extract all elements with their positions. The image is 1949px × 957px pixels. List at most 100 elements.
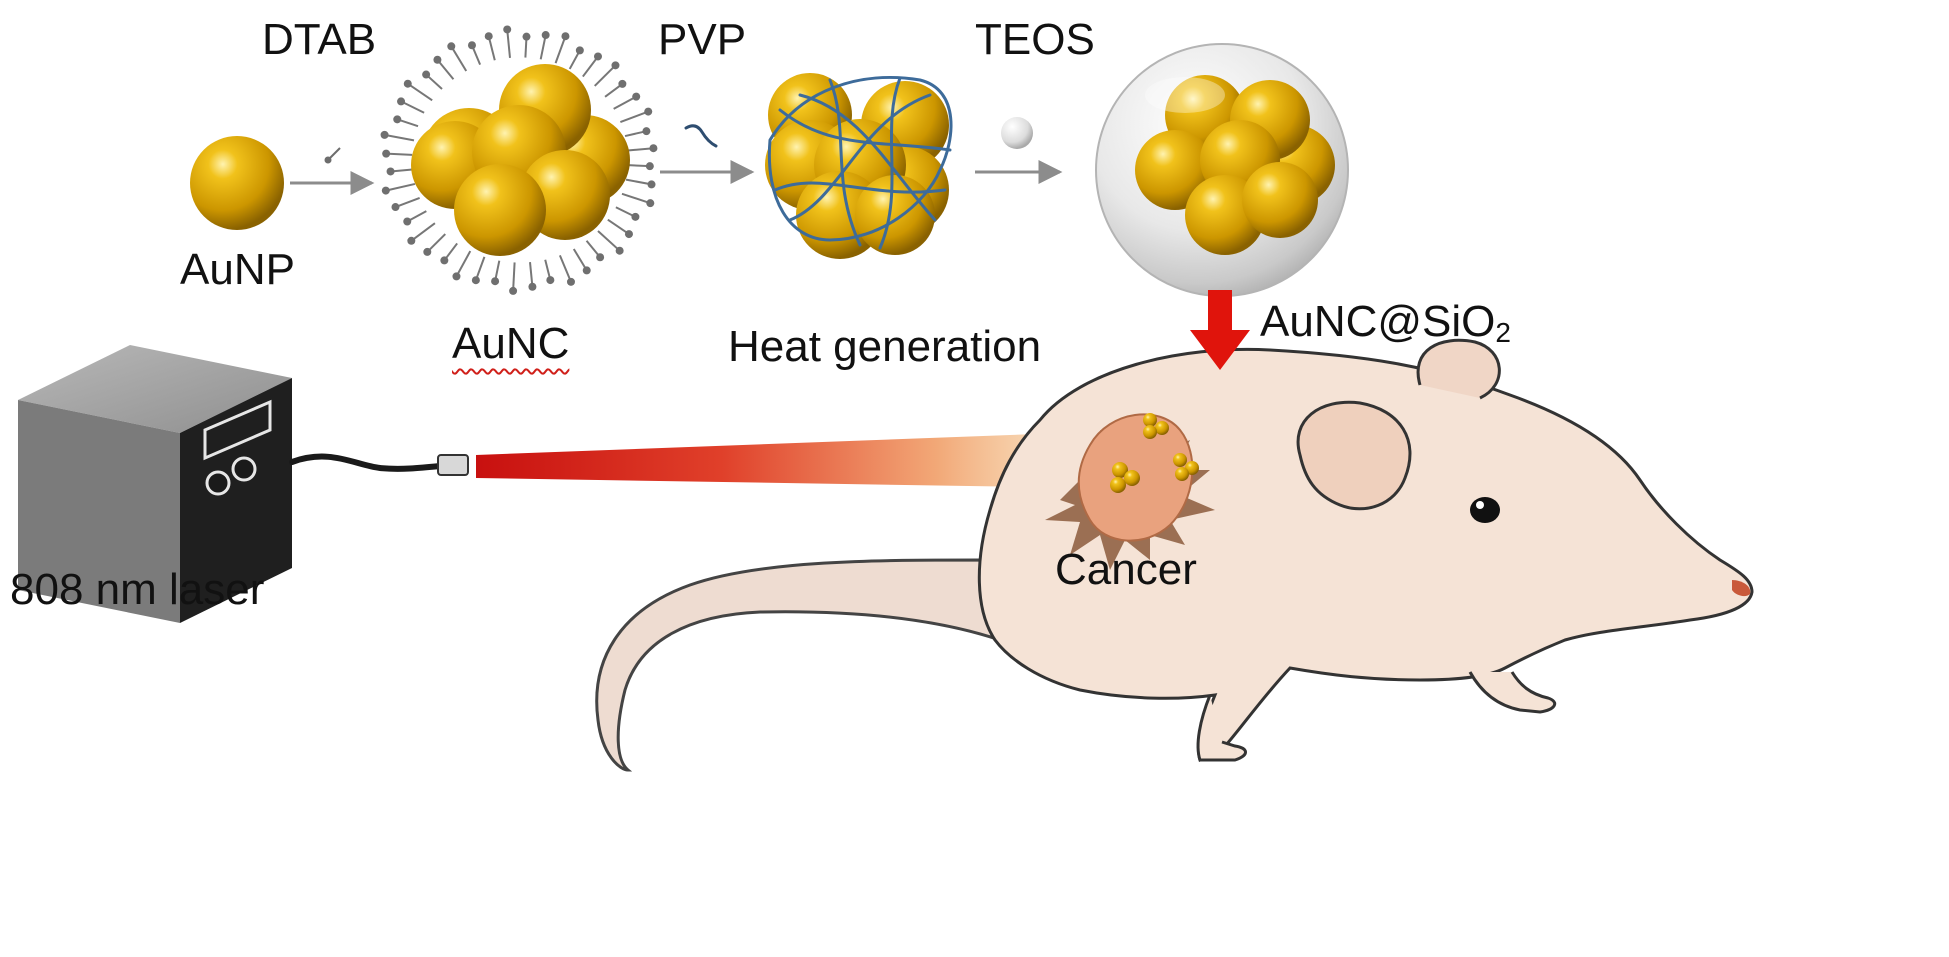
dtab-tail bbox=[385, 182, 416, 192]
dtab-tail bbox=[506, 29, 511, 58]
label-laser: 808 nm laser bbox=[10, 565, 265, 614]
dtab-head bbox=[644, 107, 653, 116]
dtab-head bbox=[403, 217, 412, 226]
laser-head bbox=[437, 454, 469, 476]
dtab-head bbox=[391, 203, 400, 212]
mouse-tail bbox=[595, 558, 1003, 772]
aunc-surfactant-shell bbox=[380, 25, 658, 295]
label-aunp: AuNP bbox=[180, 245, 295, 294]
laser-cable bbox=[289, 453, 443, 472]
label-teos: TEOS bbox=[975, 15, 1095, 64]
label-aunc-sio2: AuNC@SiO2 bbox=[1260, 297, 1511, 348]
dtab-tail bbox=[627, 147, 654, 152]
dtab-head bbox=[541, 31, 550, 40]
dtab-head bbox=[509, 286, 518, 295]
dtab-head bbox=[380, 130, 389, 139]
dtab-tail bbox=[613, 95, 637, 110]
laser-device bbox=[18, 345, 292, 623]
dtab-head bbox=[632, 92, 641, 101]
dtab-tail bbox=[474, 256, 486, 281]
dtab-head bbox=[528, 282, 537, 291]
dtab-tail bbox=[582, 55, 599, 78]
dtab-head bbox=[440, 256, 449, 265]
dtab-tail bbox=[621, 192, 651, 205]
dtab-tail bbox=[594, 64, 617, 87]
dtab-head bbox=[491, 277, 500, 286]
dtab-head bbox=[615, 246, 624, 255]
dtab-head bbox=[582, 266, 591, 275]
lollipop-icon bbox=[324, 147, 341, 164]
dtab-tail bbox=[410, 222, 436, 242]
dtab-tail bbox=[487, 35, 496, 61]
dtab-head bbox=[447, 42, 456, 51]
dtab-head bbox=[467, 41, 476, 50]
dtab-head bbox=[382, 149, 391, 158]
dtab-head bbox=[561, 32, 570, 41]
dtab-tail bbox=[597, 230, 621, 252]
dtab-tail bbox=[407, 82, 433, 102]
dtab-head bbox=[397, 97, 406, 106]
label-dtab: DTAB bbox=[262, 15, 377, 64]
dtab-tail bbox=[455, 250, 472, 277]
dtab-tail bbox=[554, 35, 567, 64]
tumor bbox=[1045, 413, 1215, 570]
dtab-head bbox=[647, 180, 656, 189]
dtab-tail bbox=[529, 262, 534, 287]
wave-icon bbox=[684, 124, 718, 148]
dtab-tail bbox=[572, 248, 588, 271]
dtab-tail bbox=[625, 178, 652, 186]
mouse-front-foot bbox=[1468, 671, 1557, 714]
dtab-head bbox=[393, 115, 402, 124]
dtab-tail bbox=[436, 59, 455, 80]
dtab-head bbox=[631, 212, 640, 221]
pvp-polymer-net bbox=[767, 76, 953, 250]
label-aunc: AuNC bbox=[452, 319, 570, 368]
dtab-head bbox=[649, 144, 658, 153]
aunp-particle bbox=[190, 136, 284, 230]
dtab-head bbox=[618, 79, 627, 88]
dtab-head bbox=[546, 276, 555, 285]
mouse-eye bbox=[1470, 497, 1500, 523]
dtab-head bbox=[522, 32, 531, 41]
mouse-hind-foot bbox=[1196, 694, 1247, 762]
dtab-head bbox=[386, 167, 395, 176]
dtab-tail bbox=[386, 152, 413, 156]
aunc-cluster bbox=[411, 64, 630, 256]
dtab-tail bbox=[400, 100, 425, 114]
dtab-head bbox=[575, 46, 584, 55]
dtab-tail bbox=[539, 34, 547, 60]
dtab-head bbox=[422, 70, 431, 79]
dtab-tail bbox=[384, 133, 415, 142]
dtab-head bbox=[433, 55, 442, 64]
dtab-head bbox=[423, 247, 432, 256]
label-cancer: Cancer bbox=[1055, 545, 1197, 594]
pvp-cluster bbox=[765, 73, 949, 259]
tumor-nanoparticles bbox=[1110, 413, 1199, 493]
dtab-head bbox=[611, 61, 620, 70]
core-cluster bbox=[1135, 75, 1335, 255]
label-heat-generation: Heat generation bbox=[728, 322, 1042, 371]
dtab-head bbox=[503, 25, 512, 34]
dtab-head bbox=[593, 52, 602, 61]
sphere-icon bbox=[1001, 117, 1033, 149]
mouse-ear-back bbox=[1416, 338, 1501, 400]
dtab-tail bbox=[426, 233, 446, 253]
dtab-head bbox=[566, 277, 575, 286]
dtab-tail bbox=[558, 254, 572, 283]
mouse-ear-front bbox=[1296, 400, 1412, 511]
laser-beam bbox=[476, 432, 1090, 488]
dtab-tail bbox=[395, 196, 420, 208]
dtab-head bbox=[646, 199, 655, 208]
dtab-tail bbox=[620, 110, 649, 124]
dtab-tail bbox=[607, 218, 630, 235]
dtab-head bbox=[452, 272, 461, 281]
dtab-head bbox=[407, 236, 416, 245]
mouse-nose bbox=[1732, 580, 1751, 597]
dtab-head bbox=[381, 186, 390, 195]
dtab-head bbox=[471, 276, 480, 285]
injection-arrow bbox=[1190, 290, 1250, 370]
dtab-tail bbox=[512, 262, 516, 291]
dtab-head bbox=[624, 230, 633, 239]
